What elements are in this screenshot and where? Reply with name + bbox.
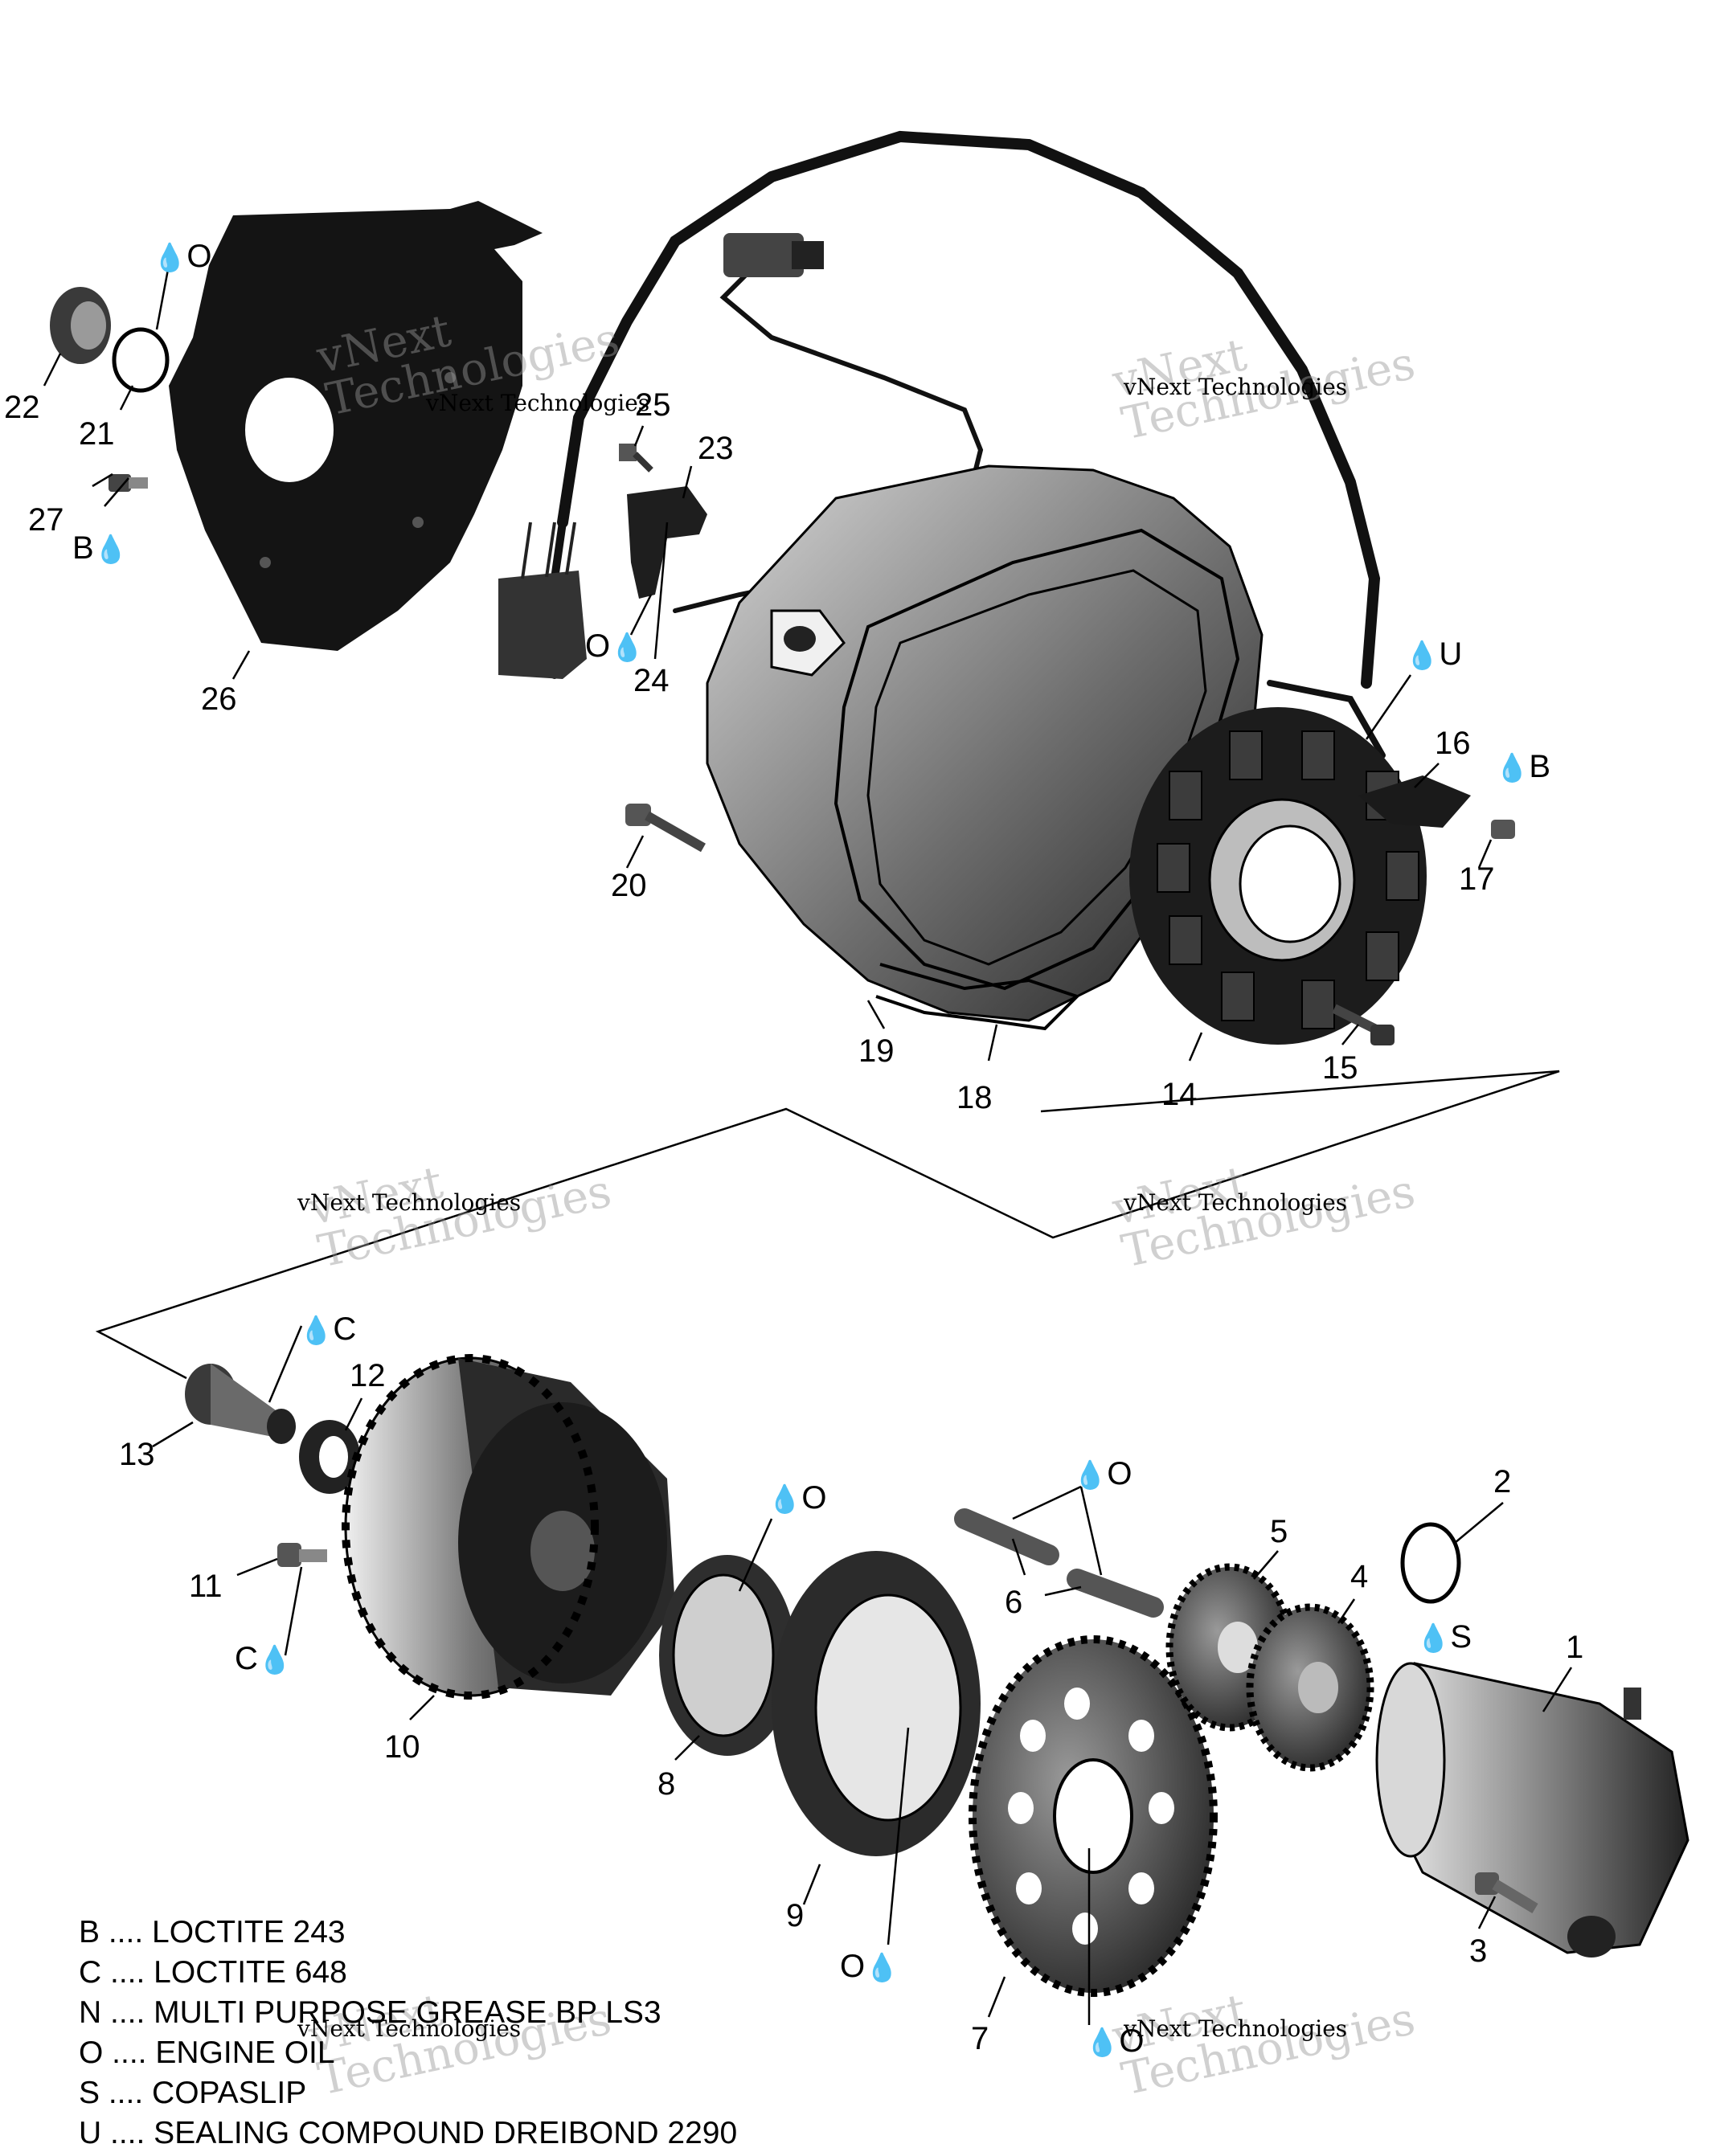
bolt-20 bbox=[625, 804, 706, 853]
callout-23: 23 bbox=[698, 431, 734, 466]
callout-14: 14 bbox=[1161, 1077, 1198, 1112]
drop-icon: 💧 bbox=[153, 243, 187, 273]
drop-icon: 💧 bbox=[610, 632, 645, 663]
watermark-caption: vNext Technologies bbox=[1124, 2015, 1348, 2042]
bearing-8 bbox=[659, 1555, 796, 1756]
callout-19: 19 bbox=[858, 1033, 895, 1069]
harness-connector bbox=[498, 522, 587, 679]
callout-4: 4 bbox=[1350, 1559, 1369, 1594]
callout-20: 20 bbox=[611, 868, 647, 903]
callout-26: 26 bbox=[201, 681, 237, 717]
o-ring-2 bbox=[1400, 1522, 1461, 1604]
callout-15: 15 bbox=[1322, 1050, 1358, 1086]
screw-17 bbox=[1491, 820, 1515, 839]
drop-icon: 💧 bbox=[768, 1484, 802, 1515]
watermark-caption: vNext Technologies bbox=[297, 1189, 522, 1216]
callout-2: 2 bbox=[1493, 1464, 1512, 1499]
plug-connector bbox=[723, 233, 824, 277]
watermark-caption: vNext Technologies bbox=[426, 390, 650, 416]
callout-16: 16 bbox=[1435, 726, 1471, 761]
cover-plate bbox=[169, 201, 543, 651]
stator-14 bbox=[1129, 707, 1427, 1045]
callout-9: 9 bbox=[786, 1898, 805, 1933]
watermark-caption: vNext Technologies bbox=[297, 2015, 522, 2042]
assembly-outline bbox=[95, 1070, 1560, 1380]
o-ring-21 bbox=[112, 327, 170, 393]
callout-18: 18 bbox=[956, 1080, 993, 1115]
callout-5: 5 bbox=[1270, 1514, 1288, 1549]
callout-8: 8 bbox=[657, 1766, 676, 1802]
sensor-23 bbox=[627, 486, 707, 599]
bolt-13 bbox=[185, 1364, 296, 1444]
drop-icon: 💧 bbox=[865, 1953, 899, 1983]
seal-ring bbox=[50, 287, 111, 364]
callout-1: 1 bbox=[1566, 1630, 1584, 1665]
leader-lines bbox=[43, 264, 1573, 2025]
callout-24: 24 bbox=[633, 663, 670, 698]
watermark-caption: vNext Technologies bbox=[1124, 1189, 1348, 1216]
screw-11 bbox=[277, 1543, 327, 1567]
compound-note: O💧 bbox=[585, 628, 645, 664]
drop-icon: 💧 bbox=[1073, 1460, 1108, 1491]
cover-9 bbox=[772, 1551, 981, 1856]
callout-12: 12 bbox=[350, 1358, 386, 1393]
legend-item: B .... LOCTITE 243 bbox=[79, 1915, 346, 1949]
drop-icon: 💧 bbox=[299, 1315, 334, 1346]
compound-note: 💧O bbox=[153, 239, 212, 274]
gear-7 bbox=[969, 1635, 1218, 1997]
magneto-housing bbox=[706, 464, 1264, 1022]
compound-note: 💧O bbox=[768, 1480, 827, 1516]
callout-17: 17 bbox=[1459, 861, 1495, 897]
bolt-25 bbox=[619, 444, 653, 473]
callout-11: 11 bbox=[189, 1569, 223, 1604]
drop-icon: 💧 bbox=[1495, 753, 1530, 783]
callout-21: 21 bbox=[79, 416, 115, 452]
compound-note: 💧C bbox=[299, 1311, 357, 1347]
compound-note: C💧 bbox=[235, 1641, 293, 1676]
bolt-3 bbox=[1475, 1872, 1538, 1914]
washer-12 bbox=[299, 1420, 360, 1494]
legend-item: C .... LOCTITE 648 bbox=[79, 1955, 347, 1990]
clip-16 bbox=[1358, 775, 1471, 828]
pins-6 bbox=[954, 1508, 1164, 1618]
compound-note: B💧 bbox=[72, 530, 129, 566]
callout-6: 6 bbox=[1005, 1585, 1023, 1620]
legend-item: U .... SEALING COMPOUND DREIBOND 2290 bbox=[79, 2116, 738, 2150]
callout-10: 10 bbox=[384, 1729, 420, 1765]
legend-item: O .... ENGINE OIL bbox=[79, 2035, 335, 2070]
gasket-18 bbox=[875, 963, 1080, 1031]
legend-item: N .... MULTI PURPOSE GREASE BP LS3 bbox=[79, 1995, 661, 2030]
compound-note: 💧O bbox=[1073, 1456, 1132, 1491]
compound-note: 💧U bbox=[1405, 636, 1463, 672]
rotor-10 bbox=[342, 1354, 675, 1700]
callout-7: 7 bbox=[971, 2021, 989, 2056]
callout-22: 22 bbox=[4, 390, 40, 425]
legend-item: S .... COPASLIP bbox=[79, 2076, 307, 2110]
compound-note: 💧B bbox=[1495, 749, 1551, 784]
callout-3: 3 bbox=[1469, 1933, 1488, 1969]
drop-icon: 💧 bbox=[1085, 2027, 1120, 2058]
drop-icon: 💧 bbox=[1416, 1623, 1451, 1654]
drop-icon: 💧 bbox=[1405, 640, 1440, 671]
screw-27 bbox=[109, 474, 148, 492]
callout-13: 13 bbox=[119, 1437, 155, 1472]
compound-legend: B .... LOCTITE 243 C .... LOCTITE 648 N … bbox=[79, 1913, 737, 2154]
callout-27: 27 bbox=[28, 502, 64, 538]
gear-4 bbox=[1246, 1603, 1374, 1772]
callout-25: 25 bbox=[635, 387, 671, 423]
drop-icon: 💧 bbox=[257, 1645, 293, 1675]
compound-note: 💧O bbox=[1085, 2023, 1145, 2059]
drop-icon: 💧 bbox=[93, 534, 129, 565]
bolt-15 bbox=[1332, 1004, 1395, 1045]
starter-motor-1 bbox=[1375, 1662, 1689, 1958]
compound-note: O💧 bbox=[840, 1949, 899, 1984]
watermark-caption: vNext Technologies bbox=[1124, 374, 1348, 400]
compound-note: 💧S bbox=[1416, 1619, 1472, 1655]
